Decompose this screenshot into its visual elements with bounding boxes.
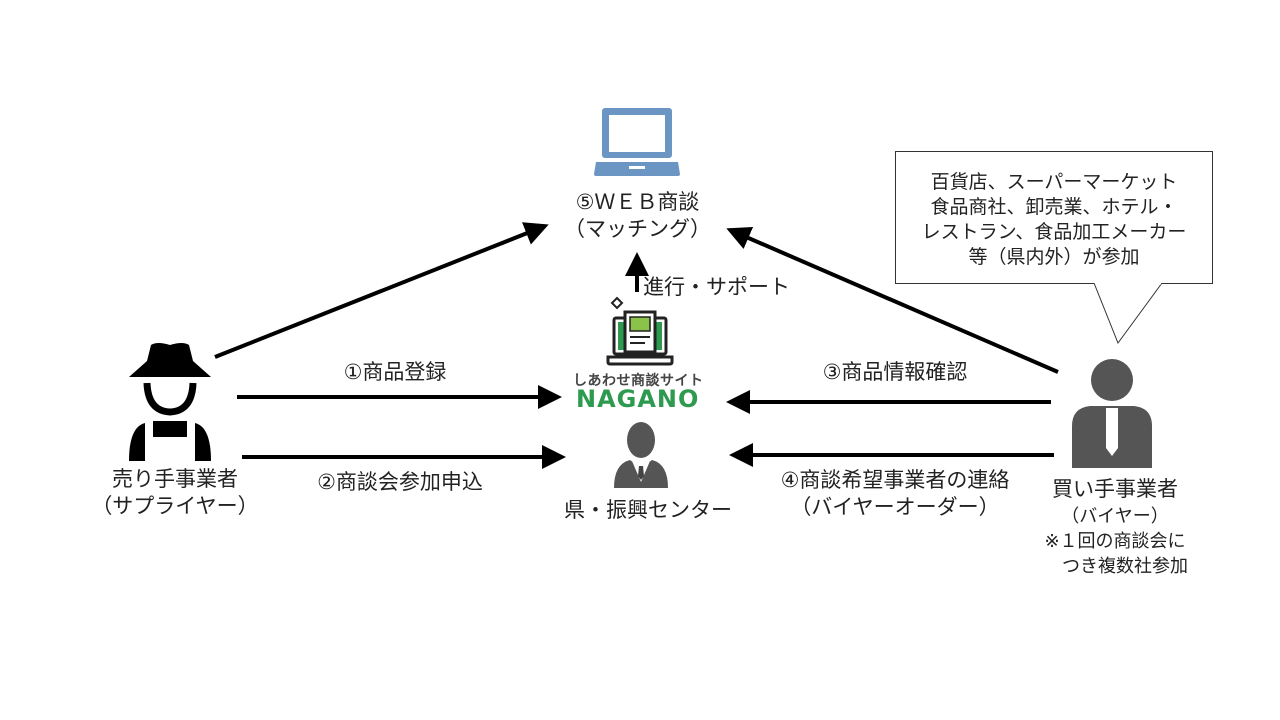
businessman-icon <box>614 422 668 488</box>
buyer-note-line1: ※１回の商談会に <box>1044 531 1186 552</box>
nagano-logo-icon <box>606 296 674 366</box>
web-meeting-subtitle: （マッチング） <box>564 217 711 241</box>
callout-line: 百貨店、スーパーマーケット <box>930 171 1178 193</box>
web-meeting-title: ⑤ＷＥＢ商談 <box>575 190 700 214</box>
support-label: 進行・サポート <box>643 275 790 299</box>
callout-line: 等（県内外）が参加 <box>968 246 1140 268</box>
farmer-icon <box>129 343 211 461</box>
platform-name: NAGANO <box>576 385 700 413</box>
supplier-sublabel: （サプライヤー） <box>91 494 259 518</box>
buyer-note-line2: つき複数社参加 <box>1062 556 1188 577</box>
step2-label: ②商談会参加申込 <box>317 470 483 494</box>
callout-pointer <box>1093 283 1163 345</box>
laptop-icon <box>594 108 680 176</box>
platform-subtitle: しあわせ商談サイト <box>573 373 704 389</box>
buyer-label: 買い手事業者 <box>1052 477 1178 501</box>
arrow-supplier-to-web <box>214 222 549 359</box>
person-tie-icon <box>1072 359 1152 468</box>
step4-sublabel: （バイヤーオーダー） <box>790 495 1000 519</box>
callout-line: 食品商社、卸売業、ホテル・ <box>930 196 1178 218</box>
step3-label: ③商品情報確認 <box>822 360 968 384</box>
supplier-label: 売り手事業者 <box>112 467 238 491</box>
step1-label: ①商品登録 <box>343 360 447 384</box>
callout-line: レストラン、食品加工メーカー <box>921 221 1187 243</box>
step4-label: ④商談希望事業者の連絡 <box>780 468 1010 492</box>
buyer-sublabel: （バイヤー） <box>1061 506 1169 527</box>
participants-callout: 百貨店、スーパーマーケット 食品商社、卸売業、ホテル・ レストラン、食品加工メー… <box>895 151 1213 284</box>
center-org-label: 県・振興センター <box>564 498 732 522</box>
